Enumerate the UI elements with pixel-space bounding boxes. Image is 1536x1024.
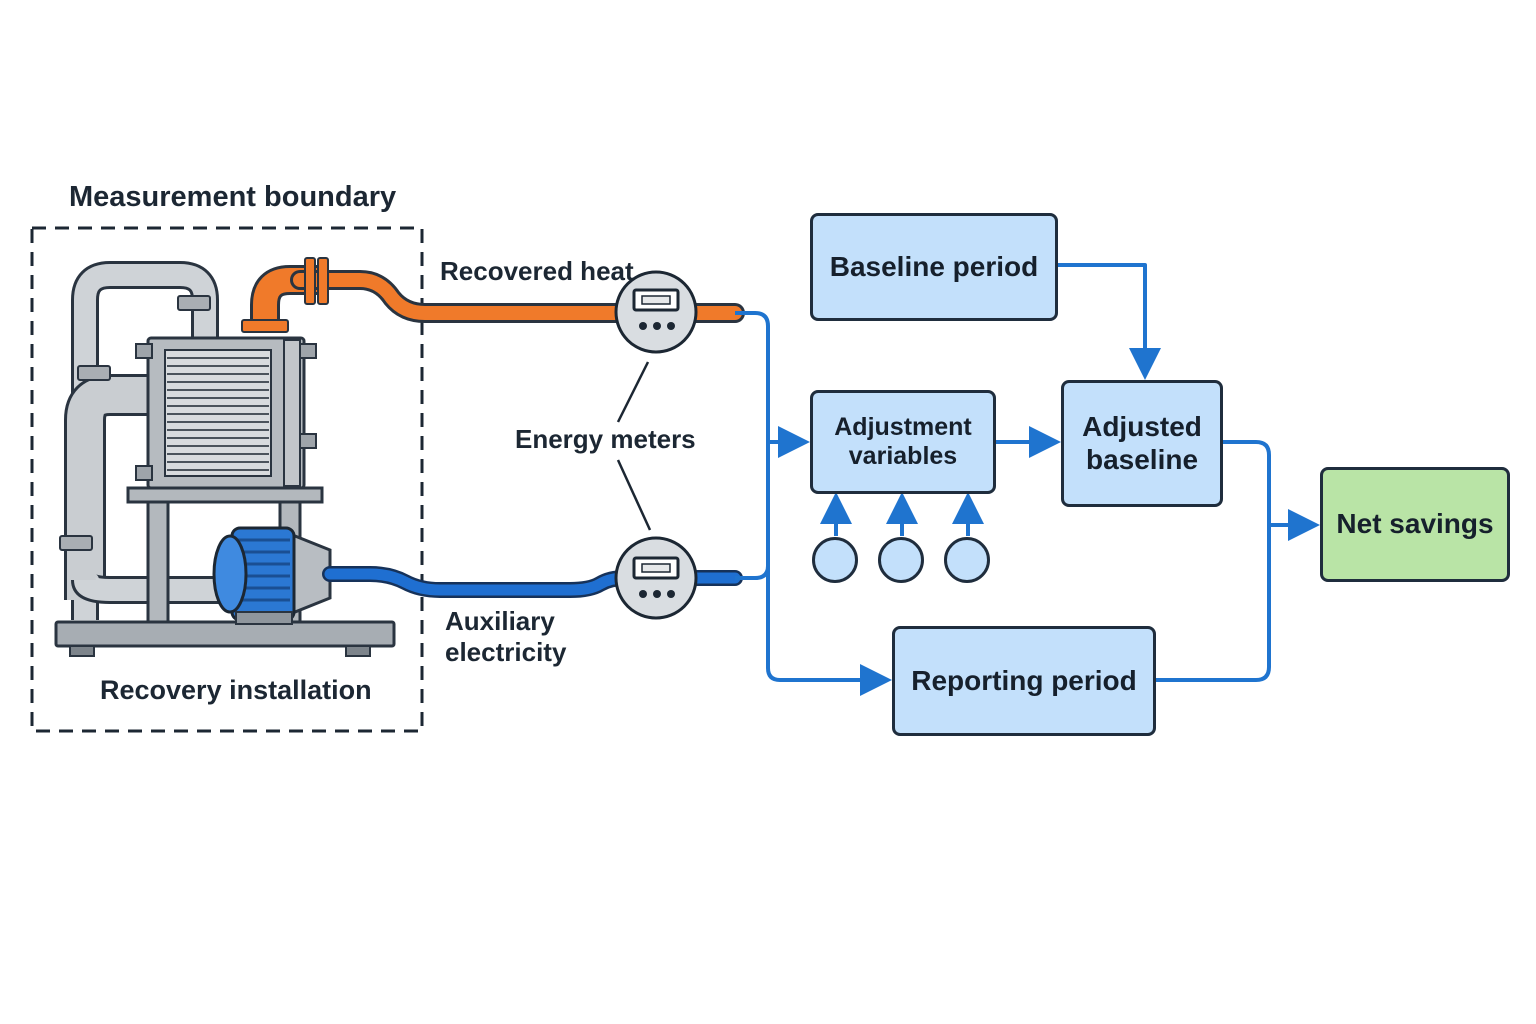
energy-meters-label: Energy meters [515, 424, 696, 454]
reporting-period-box: Reporting period [892, 626, 1156, 736]
adjusted-label-line1: Adjusted [1082, 411, 1202, 443]
connector-to-reporting [766, 566, 892, 696]
meter-callout-line [616, 459, 652, 531]
adjustment-variables-box: Adjustment variables [810, 390, 996, 494]
connector-adjusted-merge [1156, 440, 1271, 682]
auxiliary-electricity-label: Auxiliary electricity [445, 606, 566, 668]
recovered-heat-pipe [290, 257, 745, 323]
adjustment-label-line1: Adjustment [834, 413, 972, 442]
adjusted-baseline-box: Adjusted baseline [1061, 380, 1223, 507]
installation-label: Recovery installation [100, 675, 372, 705]
energy-meter-icon [614, 536, 698, 620]
reporting-period-label: Reporting period [911, 664, 1137, 696]
pump-motor-icon [212, 526, 332, 625]
auxiliary-label-line2: electricity [445, 637, 567, 668]
energy-meter-icon [614, 270, 698, 354]
auxiliary-electricity-cable [322, 566, 743, 598]
recovery-installation-icon [54, 261, 396, 657]
heat-exchanger-icon [135, 336, 317, 490]
meter-callout-line [616, 361, 650, 423]
net-savings-label: Net savings [1336, 508, 1494, 540]
boundary-title: Measurement boundary [69, 181, 397, 213]
adjustment-variable-node [878, 537, 924, 583]
adjustment-label-line2: variables [848, 442, 958, 470]
adjustment-variable-node [812, 537, 858, 583]
connector-baseline-to-adjusted [1058, 263, 1161, 380]
recovered-heat-label: Recovered heat [440, 256, 634, 286]
net-savings-box: Net savings [1320, 467, 1510, 582]
baseline-period-label: Baseline period [829, 250, 1039, 282]
adjustment-variable-node [944, 537, 990, 583]
measurement-boundary [30, 226, 424, 733]
connector-meters-merge [735, 311, 770, 580]
adjusted-label-line2: baseline [1085, 443, 1199, 475]
baseline-period-box: Baseline period [810, 213, 1058, 321]
auxiliary-label-line1: Auxiliary [445, 606, 555, 636]
